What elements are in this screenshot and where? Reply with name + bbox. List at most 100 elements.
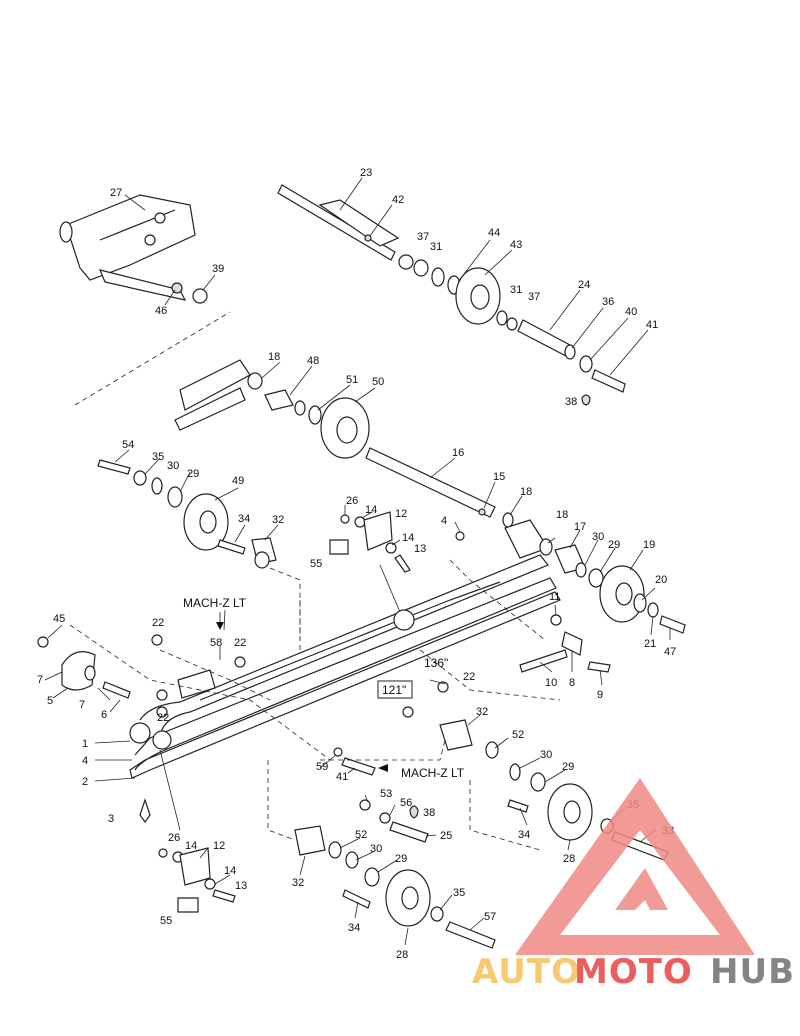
pivot-arm-assembly (59, 194, 231, 406)
callout-6: 6 (101, 709, 107, 721)
callout-35a: 35 (152, 451, 164, 463)
callout-40: 40 (625, 306, 637, 318)
callout-41a: 41 (646, 319, 658, 331)
lower-idler-assembly (267, 760, 496, 949)
callout-32b: 32 (476, 706, 488, 718)
callout-52a: 52 (512, 729, 524, 741)
callout-8: 8 (569, 677, 575, 689)
callout-13a: 13 (414, 543, 426, 555)
callout-13b: 13 (235, 880, 247, 892)
front-idler-assembly (97, 459, 301, 640)
callout-34c: 34 (348, 922, 360, 934)
callout-57: 57 (484, 911, 496, 923)
callout-28b: 28 (396, 949, 408, 961)
callout-10: 10 (545, 677, 557, 689)
callout-39: 39 (212, 263, 224, 275)
callout-20: 20 (655, 574, 667, 586)
callout-54: 54 (122, 439, 134, 451)
callout-14a: 14 (365, 504, 377, 516)
note-machz-bottom: MACH-Z LT (401, 766, 465, 780)
callout-17: 17 (574, 521, 586, 533)
callout-36: 36 (602, 296, 614, 308)
logo-text-hub: HUB (710, 952, 795, 992)
logo-inner-mark-icon (615, 868, 668, 910)
callout-11: 11 (549, 591, 560, 603)
callout-22c: 22 (157, 712, 169, 724)
callout-35c: 35 (453, 887, 465, 899)
callout-59: 59 (316, 761, 328, 773)
callout-26b: 26 (168, 832, 180, 844)
callout-29d: 29 (395, 853, 407, 865)
callout-43: 43 (510, 239, 522, 251)
callout-29b: 29 (608, 539, 620, 551)
rear-axle-assembly (174, 359, 549, 559)
callout-26a: 26 (346, 495, 358, 507)
callout-14d: 14 (224, 865, 236, 877)
note-length-121: 121" (382, 683, 406, 697)
callout-30a: 30 (167, 460, 179, 472)
callout-14b: 14 (402, 532, 414, 544)
callout-29c: 29 (562, 761, 574, 773)
callout-12b: 12 (213, 840, 225, 852)
callout-22a: 22 (152, 617, 164, 629)
callout-46: 46 (155, 305, 167, 317)
callout-53: 53 (380, 788, 392, 800)
callout-55a: 55 (310, 558, 322, 570)
reference-lines (69, 559, 561, 851)
callout-24: 24 (578, 279, 590, 291)
callout-34a: 34 (238, 513, 250, 525)
variant-notes: MACH-Z LT MACH-Z LT 136" 121" (183, 596, 465, 780)
callout-18b: 18 (520, 486, 532, 498)
callout-14c: 14 (185, 840, 197, 852)
callout-38a: 38 (565, 396, 577, 408)
watermark-logo: AUTO MOTO HUB (472, 778, 795, 992)
callout-19: 19 (643, 539, 655, 551)
callout-16: 16 (452, 447, 464, 459)
callout-7a: 7 (37, 674, 43, 686)
logo-text-auto: AUTO (472, 952, 581, 992)
upper-stopper-assembly (329, 511, 411, 613)
callout-4a: 4 (441, 515, 447, 527)
callout-55b: 55 (160, 915, 172, 927)
callout-22b: 22 (234, 637, 246, 649)
callout-34b: 34 (518, 829, 530, 841)
callout-48: 48 (307, 355, 319, 367)
logo-triangle-icon (515, 778, 755, 955)
callout-numbers: 27 39 46 23 42 37 31 44 43 31 37 24 36 4… (37, 167, 676, 961)
callout-15: 15 (493, 471, 505, 483)
callout-25: 25 (440, 830, 452, 842)
rail-tip-assembly (37, 634, 449, 718)
callout-31a: 31 (430, 241, 442, 253)
callout-1: 1 (82, 738, 88, 750)
callout-41b: 41 (336, 771, 348, 783)
note-machz-top: MACH-Z LT (183, 596, 247, 610)
callout-31b: 31 (510, 284, 522, 296)
callout-51: 51 (346, 374, 358, 386)
callout-21: 21 (644, 638, 656, 650)
callout-18c: 18 (556, 509, 568, 521)
callout-5: 5 (47, 695, 53, 707)
callout-42: 42 (392, 194, 404, 206)
callout-29a: 29 (187, 468, 199, 480)
callout-27: 27 (110, 187, 122, 199)
note-length-136: 136" (424, 656, 448, 670)
callout-32c: 32 (292, 877, 304, 889)
callout-18a: 18 (268, 351, 280, 363)
callout-44: 44 (488, 227, 500, 239)
callout-37a: 37 (417, 231, 429, 243)
callout-2: 2 (82, 776, 88, 788)
callout-47: 47 (664, 646, 676, 658)
callout-50: 50 (372, 376, 384, 388)
rear-idler-upper-assembly (455, 531, 686, 673)
callout-12a: 12 (395, 508, 407, 520)
callout-28a: 28 (563, 853, 575, 865)
callout-3: 3 (108, 813, 114, 825)
callout-37b: 37 (528, 291, 540, 303)
callout-49: 49 (232, 475, 244, 487)
callout-7b: 7 (79, 699, 85, 711)
rear-idler-lower-assembly (333, 719, 669, 861)
callout-38b: 38 (423, 807, 435, 819)
callout-23: 23 (360, 167, 372, 179)
upper-shaft-assembly (277, 184, 626, 406)
